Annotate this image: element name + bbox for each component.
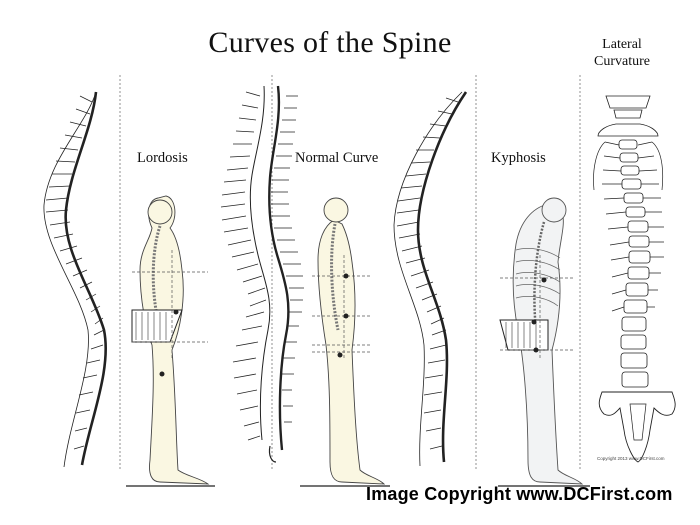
lateral-label-line2: Curvature bbox=[594, 54, 650, 69]
normal-spine bbox=[220, 85, 304, 463]
lordosis-label: Lordosis bbox=[137, 150, 188, 166]
vertical-guides bbox=[119, 75, 581, 470]
kyphosis-figure bbox=[498, 197, 590, 487]
lateral-spine bbox=[593, 95, 676, 463]
lateral-label-line1: Lateral bbox=[602, 37, 642, 52]
lateral-curvature-label: Lateral Curvature bbox=[583, 36, 661, 70]
image-copyright: Image Copyright www.DCFirst.com bbox=[366, 484, 673, 504]
kyphosis-spine bbox=[393, 91, 468, 467]
normal-figure bbox=[300, 197, 390, 487]
small-copyright-note: Copyright 2013 www.DCFirst.com bbox=[597, 456, 665, 461]
lordosis-spine bbox=[43, 91, 108, 468]
normal-curve-label: Normal Curve bbox=[295, 150, 379, 166]
page-title: Curves of the Spine bbox=[208, 26, 452, 59]
kyphosis-label: Kyphosis bbox=[491, 150, 546, 166]
lordosis-figure bbox=[126, 195, 215, 487]
